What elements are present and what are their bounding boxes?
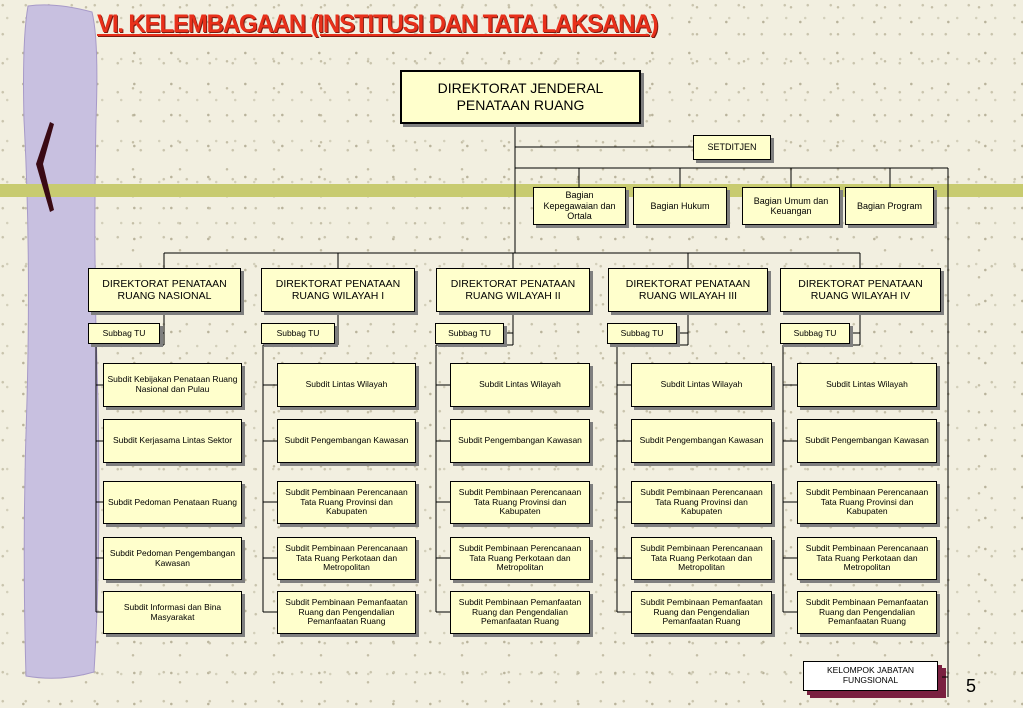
- subdit-box: Subdit Lintas Wilayah: [797, 363, 937, 407]
- subbag-tu-box: Subbag TU: [88, 323, 160, 344]
- subdit-box: Subdit Kerjasama Lintas Sektor: [103, 419, 242, 463]
- directorate-box: DIREKTORAT PENATAAN RUANG NASIONAL: [88, 268, 241, 312]
- subdit-box: Subdit Pedoman Penataan Ruang: [103, 481, 242, 524]
- subdit-box: Subdit Pedoman Pengembangan Kawasan: [103, 537, 242, 580]
- subdit-box: Subdit Pembinaan Pemanfaatan Ruang dan P…: [450, 591, 590, 634]
- subdit-box: Subdit Kebijakan Penataan Ruang Nasional…: [103, 363, 242, 407]
- bureau-box: Bagian Hukum: [633, 187, 727, 225]
- subdit-box: Subdit Pembinaan Perencanaan Tata Ruang …: [450, 481, 590, 524]
- subdit-box: Subdit Lintas Wilayah: [277, 363, 416, 407]
- directorate-box: DIREKTORAT PENATAAN RUANG WILAYAH IV: [780, 268, 941, 312]
- bracket-mark: [36, 122, 54, 212]
- subbag-tu-box: Subbag TU: [435, 323, 504, 344]
- subbag-tu-box: Subbag TU: [607, 323, 677, 344]
- subdit-box: Subdit Pembinaan Perencanaan Tata Ruang …: [450, 537, 590, 580]
- subbag-tu-box: Subbag TU: [780, 323, 850, 344]
- subdit-box: Subdit Pembinaan Perencanaan Tata Ruang …: [797, 481, 937, 524]
- subdit-box: Subdit Pembinaan Perencanaan Tata Ruang …: [797, 537, 937, 580]
- subdit-box: Subdit Pembinaan Perencanaan Tata Ruang …: [277, 537, 416, 580]
- subdit-box: Subdit Lintas Wilayah: [450, 363, 590, 407]
- secretariat-box: SETDITJEN: [693, 135, 771, 160]
- page-number: 5: [966, 676, 977, 696]
- subdit-box: Subdit Pembinaan Perencanaan Tata Ruang …: [631, 537, 772, 580]
- bureau-box: Bagian Program: [845, 187, 934, 225]
- subdit-box: Subdit Pengembangan Kawasan: [450, 419, 590, 463]
- bureau-box: Bagian Kepegawaian dan Ortala: [533, 187, 626, 225]
- subdit-box: Subdit Pembinaan Pemanfaatan Ruang dan P…: [797, 591, 937, 634]
- subdit-box: Subdit Pembinaan Pemanfaatan Ruang dan P…: [631, 591, 772, 634]
- director-general-box: DIREKTORAT JENDERAL PENATAAN RUANG: [400, 70, 641, 124]
- subdit-box: Subdit Pengembangan Kawasan: [631, 419, 772, 463]
- slide-title: VI. KELEMBAGAAN (INSTITUSI DAN TATA LAKS…: [97, 10, 659, 38]
- directorate-box: DIREKTORAT PENATAAN RUANG WILAYAH II: [436, 268, 590, 312]
- subdit-box: Subdit Lintas Wilayah: [631, 363, 772, 407]
- directorate-box: DIREKTORAT PENATAAN RUANG WILAYAH III: [608, 268, 768, 312]
- subdit-box: Subdit Pengembangan Kawasan: [277, 419, 416, 463]
- subbag-tu-box: Subbag TU: [261, 323, 335, 344]
- functional-group-box: KELOMPOK JABATAN FUNGSIONAL: [803, 661, 938, 691]
- subdit-box: Subdit Informasi dan Bina Masyarakat: [103, 591, 242, 634]
- directorate-box: DIREKTORAT PENATAAN RUANG WILAYAH I: [261, 268, 415, 312]
- bureau-box: Bagian Umum dan Keuangan: [742, 187, 840, 225]
- subdit-box: Subdit Pembinaan Perencanaan Tata Ruang …: [631, 481, 772, 524]
- subdit-box: Subdit Pembinaan Perencanaan Tata Ruang …: [277, 481, 416, 524]
- subdit-box: Subdit Pengembangan Kawasan: [797, 419, 937, 463]
- subdit-box: Subdit Pembinaan Pemanfaatan Ruang dan P…: [277, 591, 416, 634]
